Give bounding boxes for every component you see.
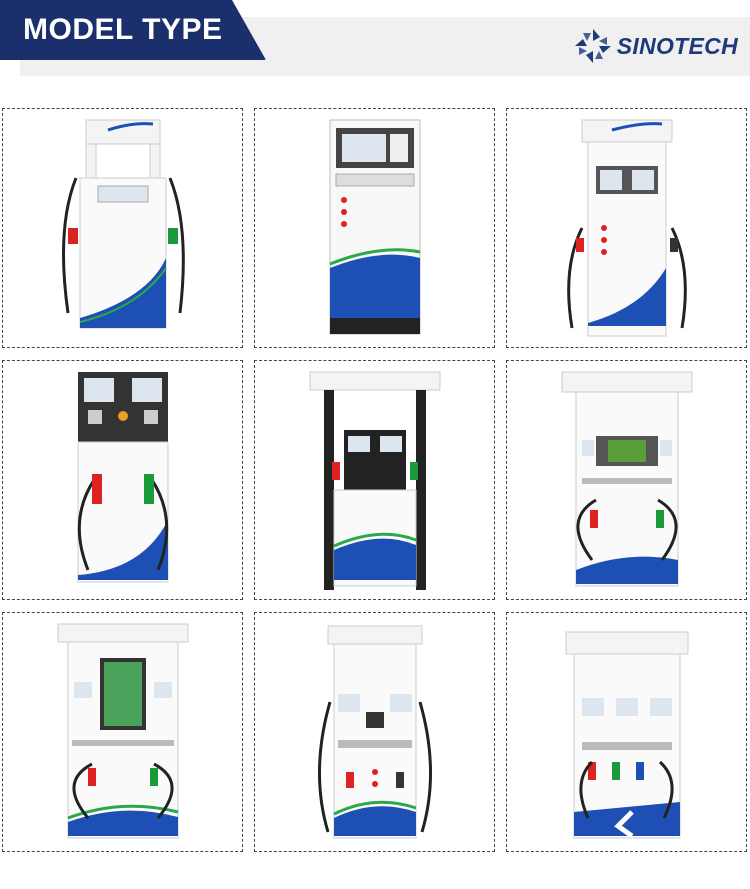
fuel-dispenser-icon [317, 625, 432, 839]
product-card-7[interactable] [2, 612, 243, 852]
product-card-3[interactable] [506, 108, 747, 348]
page-title: MODEL TYPE [23, 13, 223, 46]
brand-logo: SINOTECH [573, 26, 738, 66]
fuel-dispenser-icon [566, 119, 687, 337]
product-card-9[interactable] [506, 612, 747, 852]
product-card-1[interactable] [2, 108, 243, 348]
product-card-8[interactable] [254, 612, 495, 852]
fuel-dispenser-icon [328, 119, 420, 335]
product-card-4[interactable] [2, 360, 243, 600]
fuel-dispenser-icon [561, 371, 692, 587]
product-card-6[interactable] [506, 360, 747, 600]
fuel-dispenser-icon [61, 119, 185, 329]
header-tab [0, 0, 266, 60]
fuel-dispenser-icon [309, 371, 440, 590]
sinotech-logo-icon [574, 29, 611, 63]
fuel-dispenser-icon [565, 631, 688, 839]
product-card-2[interactable] [254, 108, 495, 348]
fuel-dispenser-icon [77, 372, 168, 583]
fuel-dispenser-icon [57, 623, 188, 839]
logo-wordmark: SINOTECH [616, 32, 738, 59]
product-card-5[interactable] [254, 360, 495, 600]
